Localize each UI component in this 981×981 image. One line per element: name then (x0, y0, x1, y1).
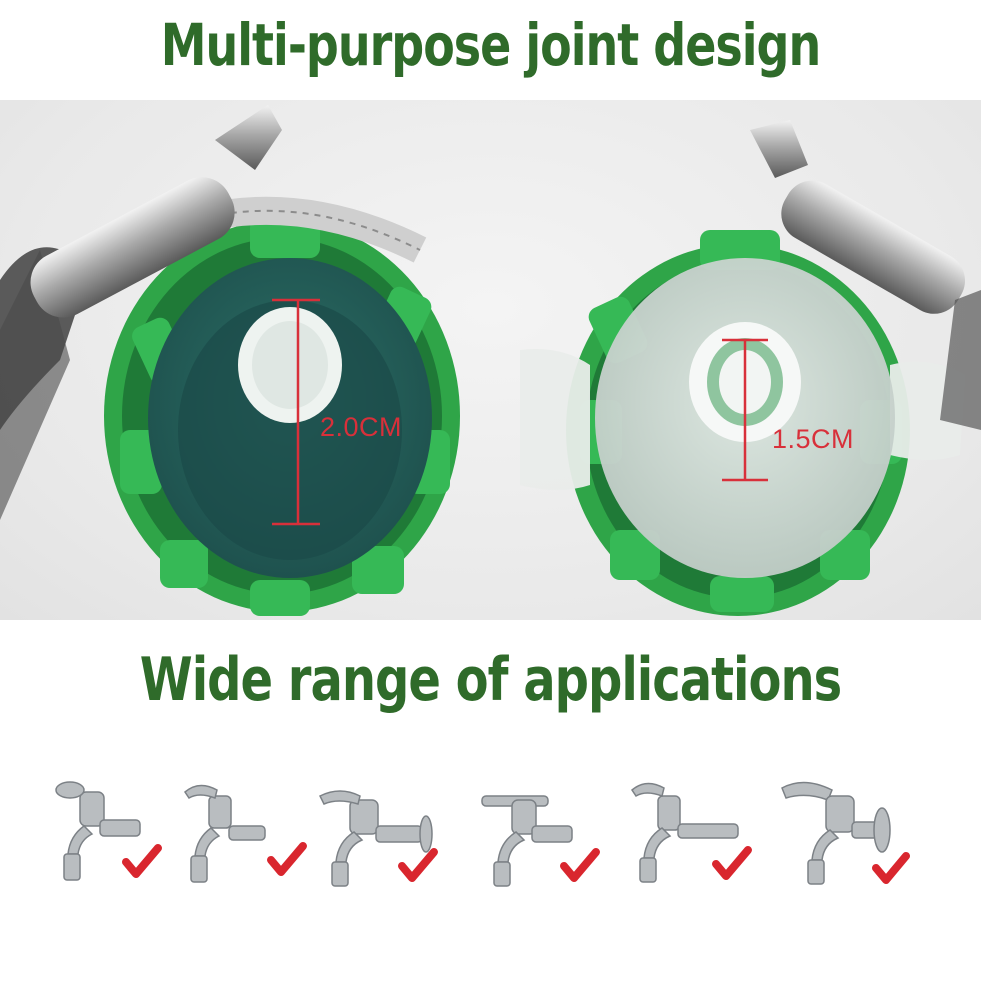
page-title: Multi-purpose joint design (160, 11, 821, 79)
check-mark-icon (122, 844, 162, 878)
faucet-icon (318, 790, 433, 887)
check-mark-icon (872, 852, 910, 884)
faucet-icon (781, 781, 891, 885)
measure-line-left (272, 298, 320, 526)
faucet-item (40, 770, 180, 900)
product-photo: 2.0CM 1.5CM (0, 100, 981, 620)
faucet-item (472, 770, 612, 900)
check-mark-icon (560, 848, 600, 882)
check-mark-icon (398, 848, 438, 882)
faucet-item (622, 770, 762, 900)
faucet-icon (481, 795, 573, 887)
measurement-label-large: 2.0CM (320, 412, 403, 442)
left-connector (0, 105, 460, 616)
faucet-item (770, 770, 910, 900)
connector-illustration (0, 105, 981, 616)
faucet-item (310, 770, 450, 900)
faucet-icon (631, 782, 739, 883)
faucet-item (175, 770, 315, 900)
right-connector (520, 120, 981, 616)
faucet-list (40, 770, 940, 900)
check-mark-icon (712, 846, 752, 880)
faucet-icon (55, 781, 141, 881)
faucet-icon (184, 784, 266, 883)
section-heading: Wide range of applications (139, 645, 842, 715)
check-mark-icon (267, 842, 307, 876)
measure-line-right (722, 338, 768, 482)
measurement-label-small: 1.5CM (772, 424, 855, 454)
